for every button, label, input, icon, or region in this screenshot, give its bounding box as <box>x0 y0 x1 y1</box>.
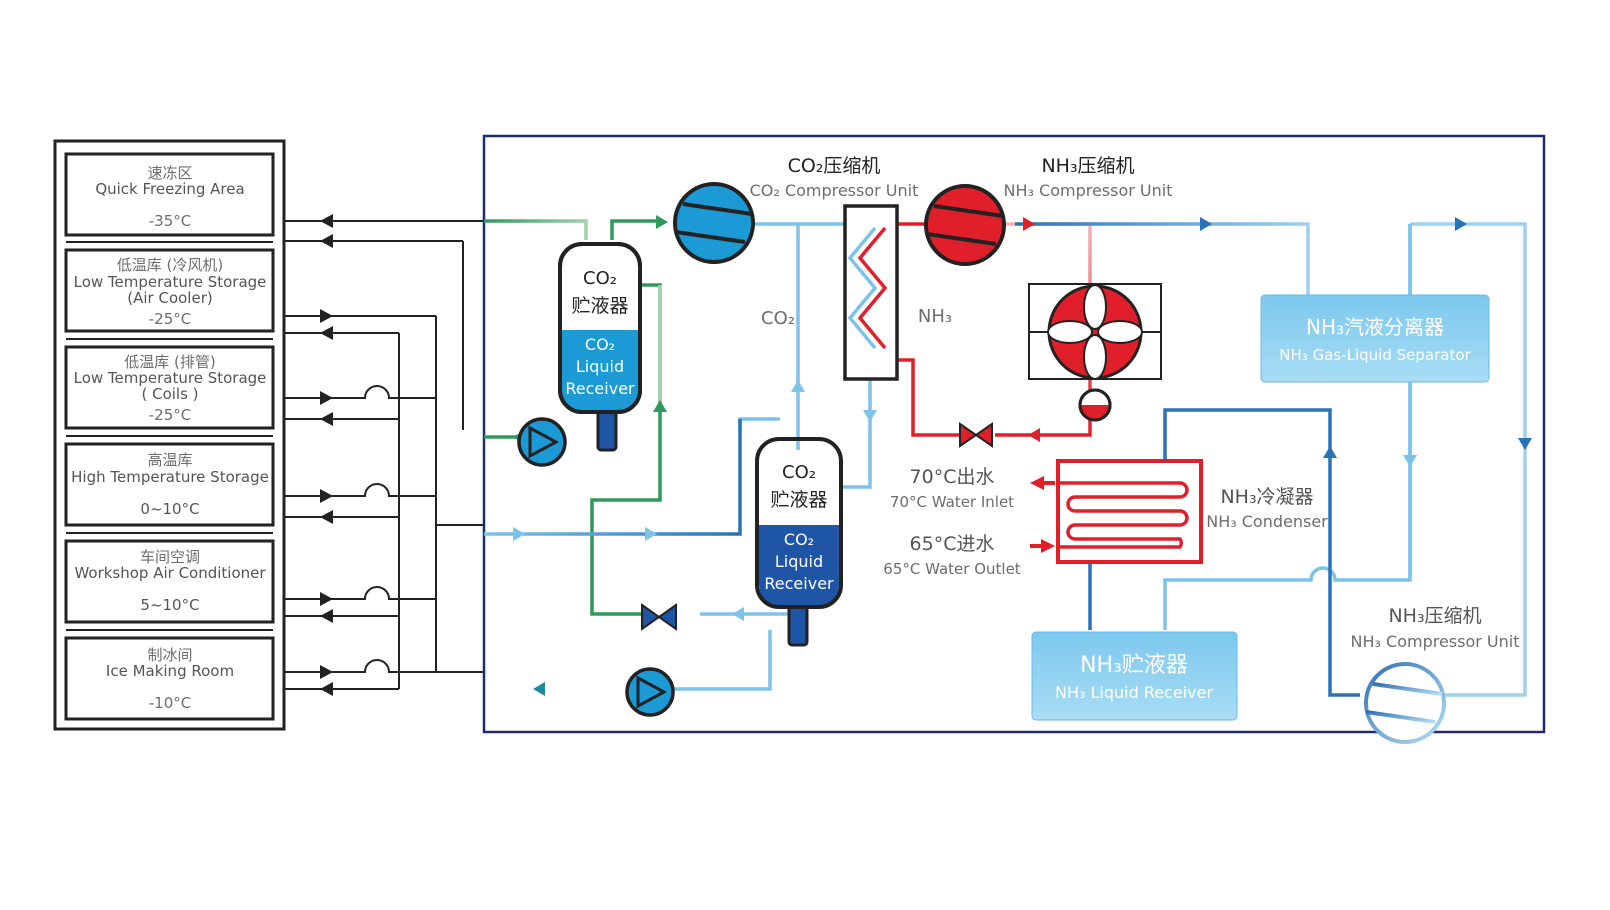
water-out-en: 65°C Water Outlet <box>883 560 1021 578</box>
nh3-compressor-bottom-cn: NH₃压缩机 <box>1388 605 1481 627</box>
room-box-4 <box>64 442 275 527</box>
condenser-en: NH₃ Condenser <box>1206 512 1328 531</box>
room-4-temp: 0~10°C <box>140 500 199 518</box>
room-5-en: Workshop Air Conditioner <box>74 564 266 582</box>
room-box-3 <box>64 345 275 430</box>
co2-receiver-1-en1: CO₂ <box>585 335 615 354</box>
fan-icon <box>1028 283 1162 422</box>
room-box-1 <box>64 152 275 237</box>
water-in-cn: 70°C出水 <box>910 466 995 488</box>
co2-receiver-2-en2: Liquid <box>775 552 823 571</box>
co2-compressor-icon <box>673 182 755 264</box>
co2-receiver-1-icon <box>558 242 642 452</box>
room-1-cn: 速冻区 <box>147 164 192 182</box>
room-3-en2: ( Coils ) <box>141 385 198 403</box>
co2-receiver-1-top: CO₂ <box>583 268 617 289</box>
nh3-separator-box <box>1260 294 1490 383</box>
nh3-receiver-en: NH₃ Liquid Receiver <box>1055 683 1213 702</box>
room-3-en: Low Temperature Storage <box>74 369 267 387</box>
nh3-receiver-cn: NH₃贮液器 <box>1080 653 1188 678</box>
rooms-panel: 速冻区 Quick Freezing Area -35°C 低温库 (冷风机) … <box>53 139 286 731</box>
co2-receiver-2-icon <box>755 437 843 647</box>
separator-cn: NH₃汽液分离器 <box>1306 315 1444 339</box>
water-arrows <box>1030 476 1055 553</box>
system-frame <box>482 134 1546 734</box>
nh3-compressor-top-icon <box>924 184 1006 266</box>
heat-exchanger-icon <box>843 204 899 381</box>
condenser-cn: NH₃冷凝器 <box>1220 486 1313 508</box>
room-1-temp: -35°C <box>149 212 191 230</box>
co2-receiver-1-en2: Liquid <box>576 357 624 376</box>
room-6-temp: -10°C <box>149 694 191 712</box>
room-1-en: Quick Freezing Area <box>95 180 244 198</box>
co2-receiver-2-cn: 贮液器 <box>770 489 827 511</box>
room-box-6 <box>64 636 275 721</box>
room-5-temp: 5~10°C <box>140 596 199 614</box>
room-box-5 <box>64 539 275 624</box>
room-5-cn: 车间空调 <box>140 548 200 566</box>
room-4-en: High Temperature Storage <box>71 468 269 486</box>
room-6-en: Ice Making Room <box>106 662 234 680</box>
co2-receiver-2-en1: CO₂ <box>784 530 814 549</box>
co2-pump-1-icon <box>517 417 567 467</box>
co2-receiver-1-en3: Receiver <box>565 379 635 398</box>
room-2-en: Low Temperature Storage <box>74 273 267 291</box>
co2-pump-2-icon <box>625 667 675 717</box>
distribution-lines <box>284 220 484 690</box>
co2-compressor-en: CO₂ Compressor Unit <box>750 181 919 200</box>
room-2-en2: (Air Cooler) <box>127 289 212 307</box>
pipe-arrows <box>513 215 1532 696</box>
distribution-arrows <box>320 214 333 696</box>
separator-en: NH₃ Gas-Liquid Separator <box>1279 346 1471 364</box>
nh3-compressor-bottom-en: NH₃ Compressor Unit <box>1351 632 1520 651</box>
expansion-valve-1-icon <box>641 603 677 631</box>
co2-receiver-2-top: CO₂ <box>782 462 816 483</box>
room-3-temp: -25°C <box>149 406 191 424</box>
nh3-line-label: NH₃ <box>918 306 952 327</box>
room-box-2 <box>64 248 275 333</box>
co2-line-label: CO₂ <box>761 308 795 329</box>
co2-receiver-1-cn: 贮液器 <box>571 295 628 317</box>
nh3-compressor-top-cn: NH₃压缩机 <box>1041 155 1134 177</box>
pipes <box>484 219 1527 697</box>
water-in-en: 70°C Water Inlet <box>890 493 1014 511</box>
co2-receiver-2-en3: Receiver <box>764 574 834 593</box>
expansion-valve-2-icon <box>959 422 993 448</box>
room-2-cn: 低温库 (冷风机) <box>117 256 223 274</box>
room-2-temp: -25°C <box>149 310 191 328</box>
nh3-compressor-top-en: NH₃ Compressor Unit <box>1004 181 1173 200</box>
room-3-cn: 低温库 (排管) <box>124 353 215 371</box>
room-6-cn: 制冰间 <box>147 646 192 664</box>
room-4-cn: 高温库 <box>147 451 192 469</box>
nh3-receiver-box <box>1031 631 1238 721</box>
nh3-condenser-icon <box>1056 459 1203 564</box>
nh3-compressor-bottom-icon <box>1364 662 1446 744</box>
water-out-cn: 65°C进水 <box>910 533 995 555</box>
co2-compressor-cn: CO₂压缩机 <box>788 155 881 177</box>
